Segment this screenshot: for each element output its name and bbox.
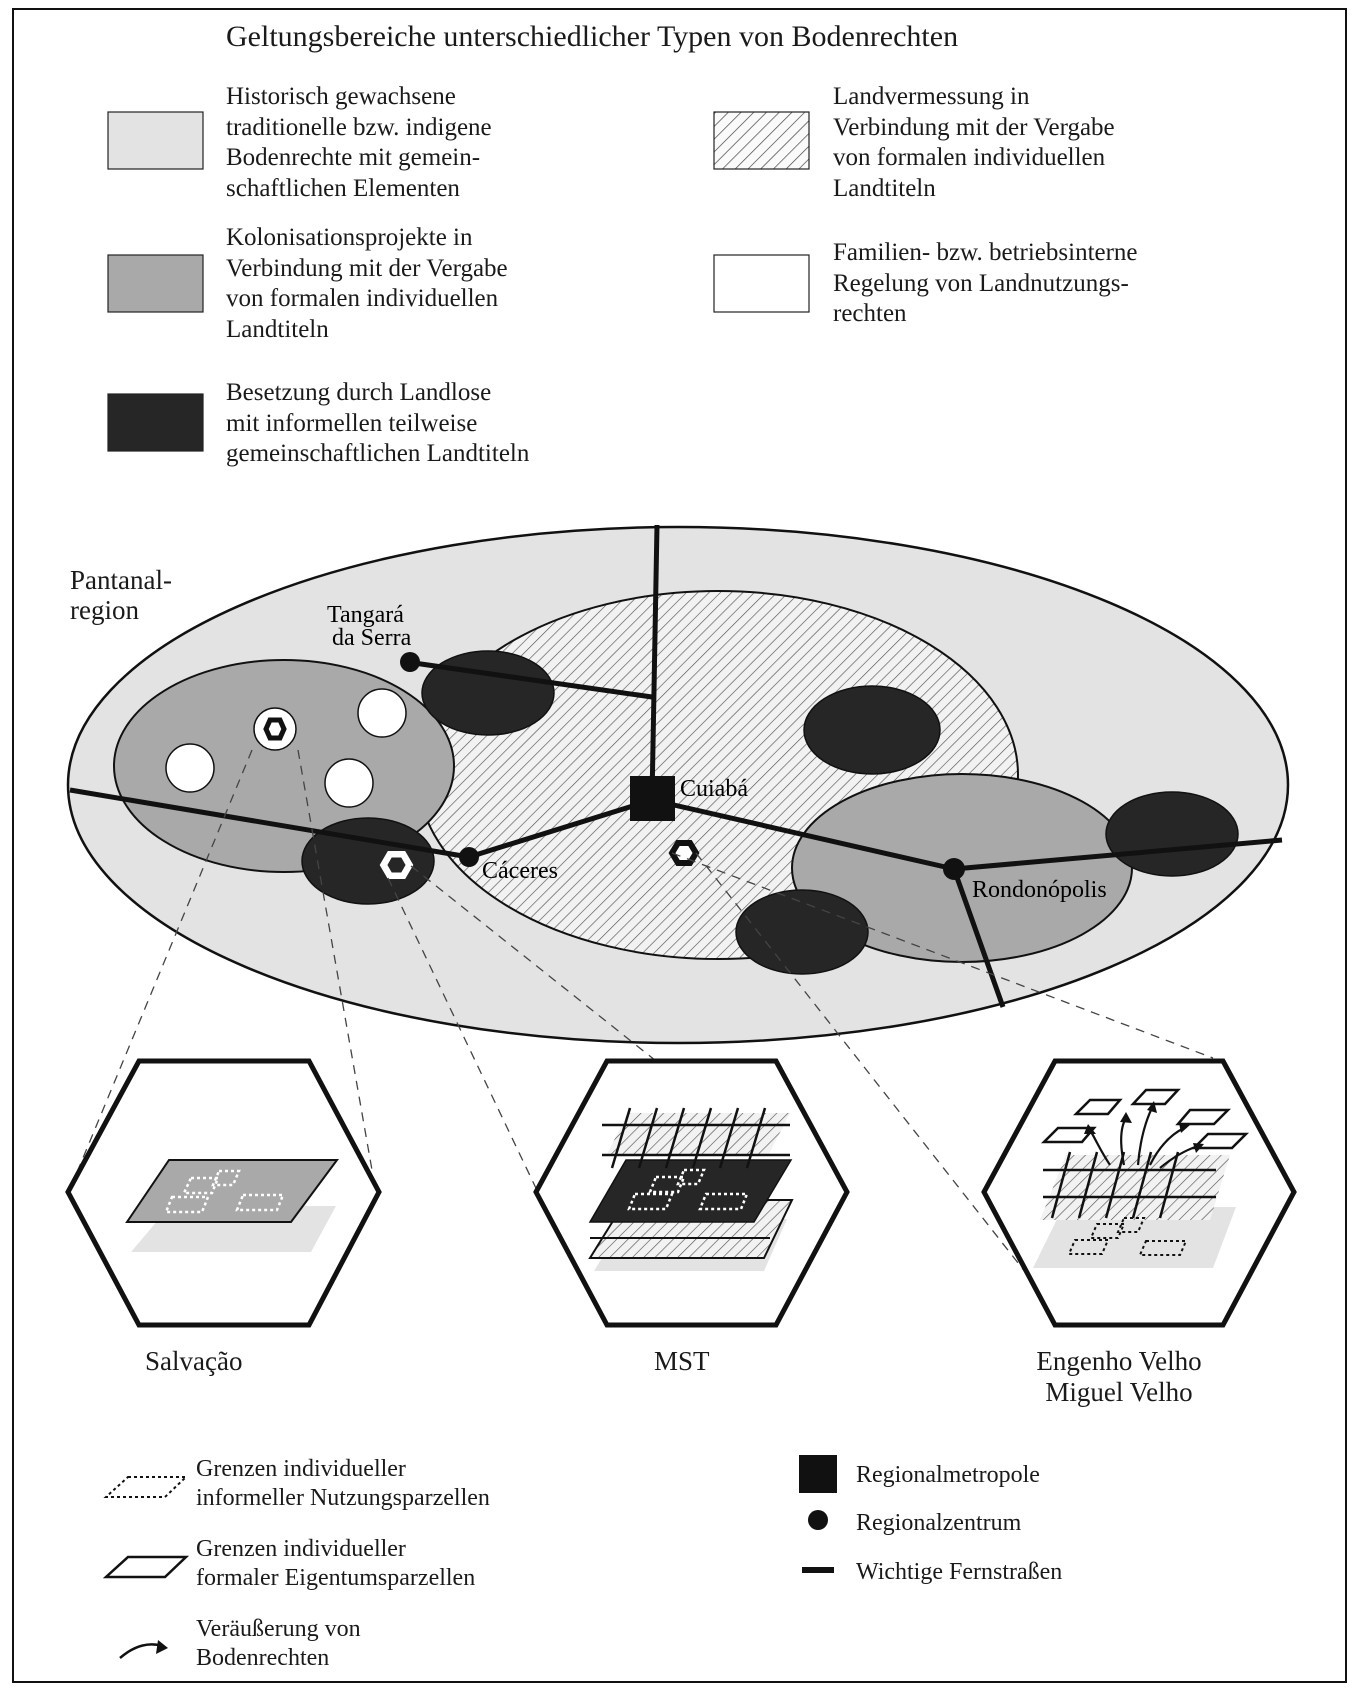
legend-text-center: Regionalzentrum (856, 1510, 1022, 1536)
marker-salvacao (253, 707, 297, 751)
swatch-traditional (107, 111, 204, 170)
dotted-parallelogram-icon (103, 1476, 189, 1498)
hexagon-salvacao (65, 1058, 382, 1328)
occupation-zone-1 (421, 650, 555, 736)
region-label-pantanal: Pantanal- region (70, 565, 172, 625)
occupation-zone-5 (1105, 791, 1239, 877)
swatch-colonisation (107, 254, 204, 313)
hexagon-mst (533, 1058, 850, 1328)
legend-text-family: Familien- bzw. betriebsinterne Regelung … (833, 239, 1138, 327)
curved-arrow-icon (119, 1640, 168, 1659)
occupation-zone-3 (301, 817, 435, 905)
legend-text-survey: Landvermessung in Verbindung mit der Ver… (833, 83, 1115, 202)
road-line-icon (802, 1567, 834, 1573)
case-label-mst: MST (654, 1346, 710, 1376)
solid-parallelogram-icon (102, 1555, 190, 1579)
family-zone-2 (165, 743, 215, 793)
figure-frame (12, 8, 1347, 1683)
legend-text-formal-parcels: Grenzen individueller formaler Eigentums… (196, 1536, 476, 1591)
square-icon (799, 1455, 837, 1493)
city-dot-rondonopolis (943, 858, 965, 880)
city-dot-caceres (459, 847, 479, 867)
family-zone-3 (324, 758, 374, 808)
legend-text-occupation: Besetzung durch Landlose mit informellen… (226, 379, 530, 467)
figure-title: Geltungsbereiche unterschiedlicher Typen… (226, 20, 959, 53)
city-label-caceres: Cáceres (482, 858, 558, 884)
legend-text-sale: Veräußerung von Bodenrechten (196, 1616, 361, 1671)
marker-mst (379, 851, 414, 879)
occupation-zone-4 (735, 889, 869, 975)
city-dot-tangara (400, 652, 420, 672)
swatch-survey (713, 111, 810, 170)
case-label-salvacao: Salvação (145, 1346, 243, 1376)
city-label-cuiaba: Cuiabá (680, 776, 748, 802)
city-label-tangara-2: da Serra (332, 625, 412, 651)
legend-text-roads: Wichtige Fernstraßen (856, 1559, 1063, 1585)
legend-text-colonisation: Kolonisationsprojekte in Verbindung mit … (226, 224, 508, 343)
family-zone-1 (357, 688, 407, 738)
city-label-tangara-1: Tangará (327, 602, 404, 628)
hexagon-engenho (981, 1058, 1297, 1328)
marker-engenho (668, 840, 700, 866)
legend-text-traditional: Historisch gewachsene traditionelle bzw.… (226, 83, 492, 202)
legend-text-metropolis: Regionalmetropole (856, 1462, 1040, 1488)
roads (69, 524, 1283, 1008)
city-square-cuiaba (630, 776, 675, 821)
city-label-rondonopolis: Rondonópolis (972, 877, 1107, 903)
dot-icon (808, 1510, 828, 1530)
connector-lines (77, 749, 1214, 1311)
swatch-family (713, 254, 810, 313)
map: Tangará da Serra Cuiabá Cáceres Rondonóp… (66, 524, 1290, 1045)
occupation-zone-2 (803, 685, 941, 775)
swatch-occupation (107, 393, 204, 452)
legend-text-informal-parcels: Grenzen individueller informeller Nutzun… (196, 1456, 490, 1511)
case-label-engenho: Engenho Velho Miguel Velho (1036, 1346, 1202, 1407)
